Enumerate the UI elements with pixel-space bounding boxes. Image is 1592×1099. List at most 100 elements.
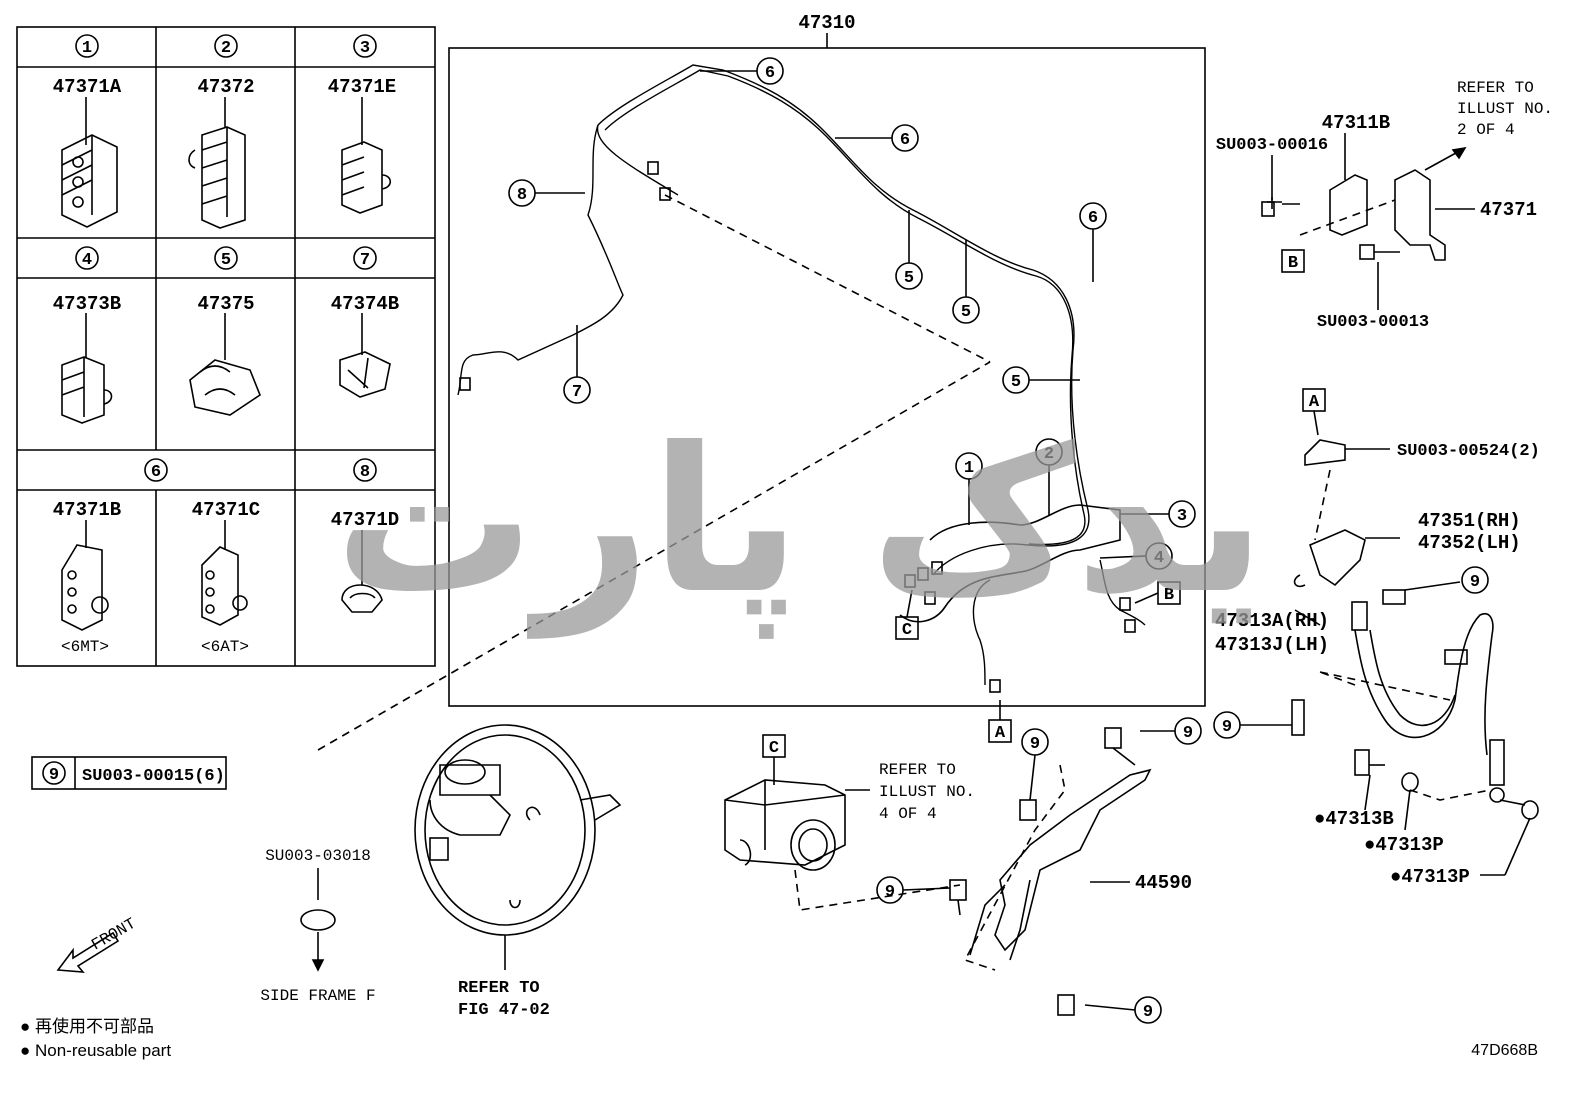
dashed-leader-frame [317,361,991,751]
clip-47372 [188,126,246,229]
label-47313P: ●47313P [1364,834,1444,856]
table-idx: 1 [82,39,92,58]
clip-47373B [61,356,113,424]
table-idx: 6 [151,463,161,482]
label-su003-00524: SU003-00524(2) [1397,442,1540,461]
label-47313A: 47313A(RH) [1215,610,1329,632]
box-c: C [902,621,912,640]
label-44590: 44590 [1135,872,1192,894]
table-idx: 2 [221,39,231,58]
refer-mid-3: 4 OF 4 [879,805,937,823]
callout-5: 5 [961,303,971,322]
box-b: B [1288,254,1298,273]
front-label: FRONT [89,915,140,955]
bracket-44590 [949,727,1152,1016]
callout-6: 6 [900,131,910,150]
table-part: 47372 [197,76,254,98]
callout-7: 7 [572,383,582,402]
callout-3: 3 [1177,507,1187,526]
table-part: 47375 [197,293,254,315]
label-47313J: 47313J(LH) [1215,634,1329,656]
box-c: C [769,739,779,758]
bracket-group-top-right [1261,133,1475,310]
brake-booster [414,724,622,970]
watermark: یدک پارت [334,405,1265,639]
clip-47371D [341,584,383,613]
table-part: 47371A [53,76,122,98]
label-side-frame: SIDE FRAME F [260,987,375,1005]
refer-fig-1: REFER TO [458,979,540,998]
callout-2: 2 [1044,445,1054,464]
callout-5: 5 [904,269,914,288]
diagram-code: 47D668B [1471,1042,1538,1059]
clip-47371C [201,546,248,626]
front-arrow [56,931,120,973]
table-part: 47371D [331,509,399,531]
abs-unit [724,734,961,911]
label-47371: 47371 [1480,199,1537,221]
callout-9: 9 [885,883,895,902]
table-part: 47371B [53,499,121,521]
callout-6: 6 [1088,209,1098,228]
callout-9: 9 [1183,724,1193,743]
assembly-number: 47310 [798,12,855,34]
label-47311B: 47311B [1322,112,1390,134]
bolt-ref-part: SU003-00015(6) [82,767,225,786]
dashed-leader-top [664,194,991,363]
callout-5: 5 [1011,373,1021,392]
refer-mid-1: REFER TO [879,761,956,779]
callouts-frame [508,57,1196,743]
table-note: <6MT> [61,638,109,656]
refer-fig-2: FIG 47-02 [458,1001,550,1020]
legend-en: ● Non-reusable part [20,1041,171,1060]
table-index-circles [75,34,377,482]
hose-assembly [1240,388,1539,876]
refer-top-1: REFER TO [1457,79,1534,97]
table-idx: 8 [360,463,370,482]
table-leaders [85,97,363,585]
box-b: B [1164,586,1174,605]
refer-mid-2: ILLUST NO. [879,783,975,801]
table-idx: 5 [221,251,231,270]
callout-9: 9 [1222,718,1232,737]
table-idx: 4 [82,251,92,270]
bolt-ref-box [31,756,227,790]
box-a: A [995,724,1006,743]
box-a: A [1309,393,1320,412]
table-idx: 3 [360,39,370,58]
table-part: 47371E [328,76,396,98]
table-part: 47374B [331,293,399,315]
callout-9: 9 [1143,1003,1153,1022]
bolt-ref-idx: 9 [49,766,59,785]
callout-9: 9 [1030,735,1040,754]
label-su003-00013: SU003-00013 [1317,313,1429,332]
label-47313B: ●47313B [1314,808,1394,830]
parts-table [16,26,436,667]
table-note: <6AT> [201,638,249,656]
callout-8: 8 [517,186,527,205]
plug-su003-03018 [300,868,336,972]
table-part: 47371C [192,499,260,521]
clip-47374B [339,351,391,398]
callout-4: 4 [1154,549,1164,568]
callout-9: 9 [1470,573,1480,592]
refer-top-2: ILLUST NO. [1457,100,1553,118]
label-47313P: ●47313P [1390,866,1470,888]
callout-1: 1 [964,459,974,478]
label-su003-00016: SU003-00016 [1216,136,1328,155]
brake-pipes [457,64,1146,686]
label-47352: 47352(LH) [1418,532,1521,554]
callout-6: 6 [765,64,775,83]
table-idx: 7 [360,251,370,270]
clip-47371E [341,141,392,214]
clip-47371B [61,544,109,631]
clip-47371A [61,134,118,228]
label-47351: 47351(RH) [1418,510,1521,532]
table-part: 47373B [53,293,121,315]
label-su003-03018: SU003-03018 [265,847,371,865]
pipe-manifold [459,161,1136,693]
refer-top-3: 2 OF 4 [1457,121,1515,139]
legend-jp: ● 再使用不可部品 [20,1016,154,1036]
clip-47375 [189,359,261,416]
